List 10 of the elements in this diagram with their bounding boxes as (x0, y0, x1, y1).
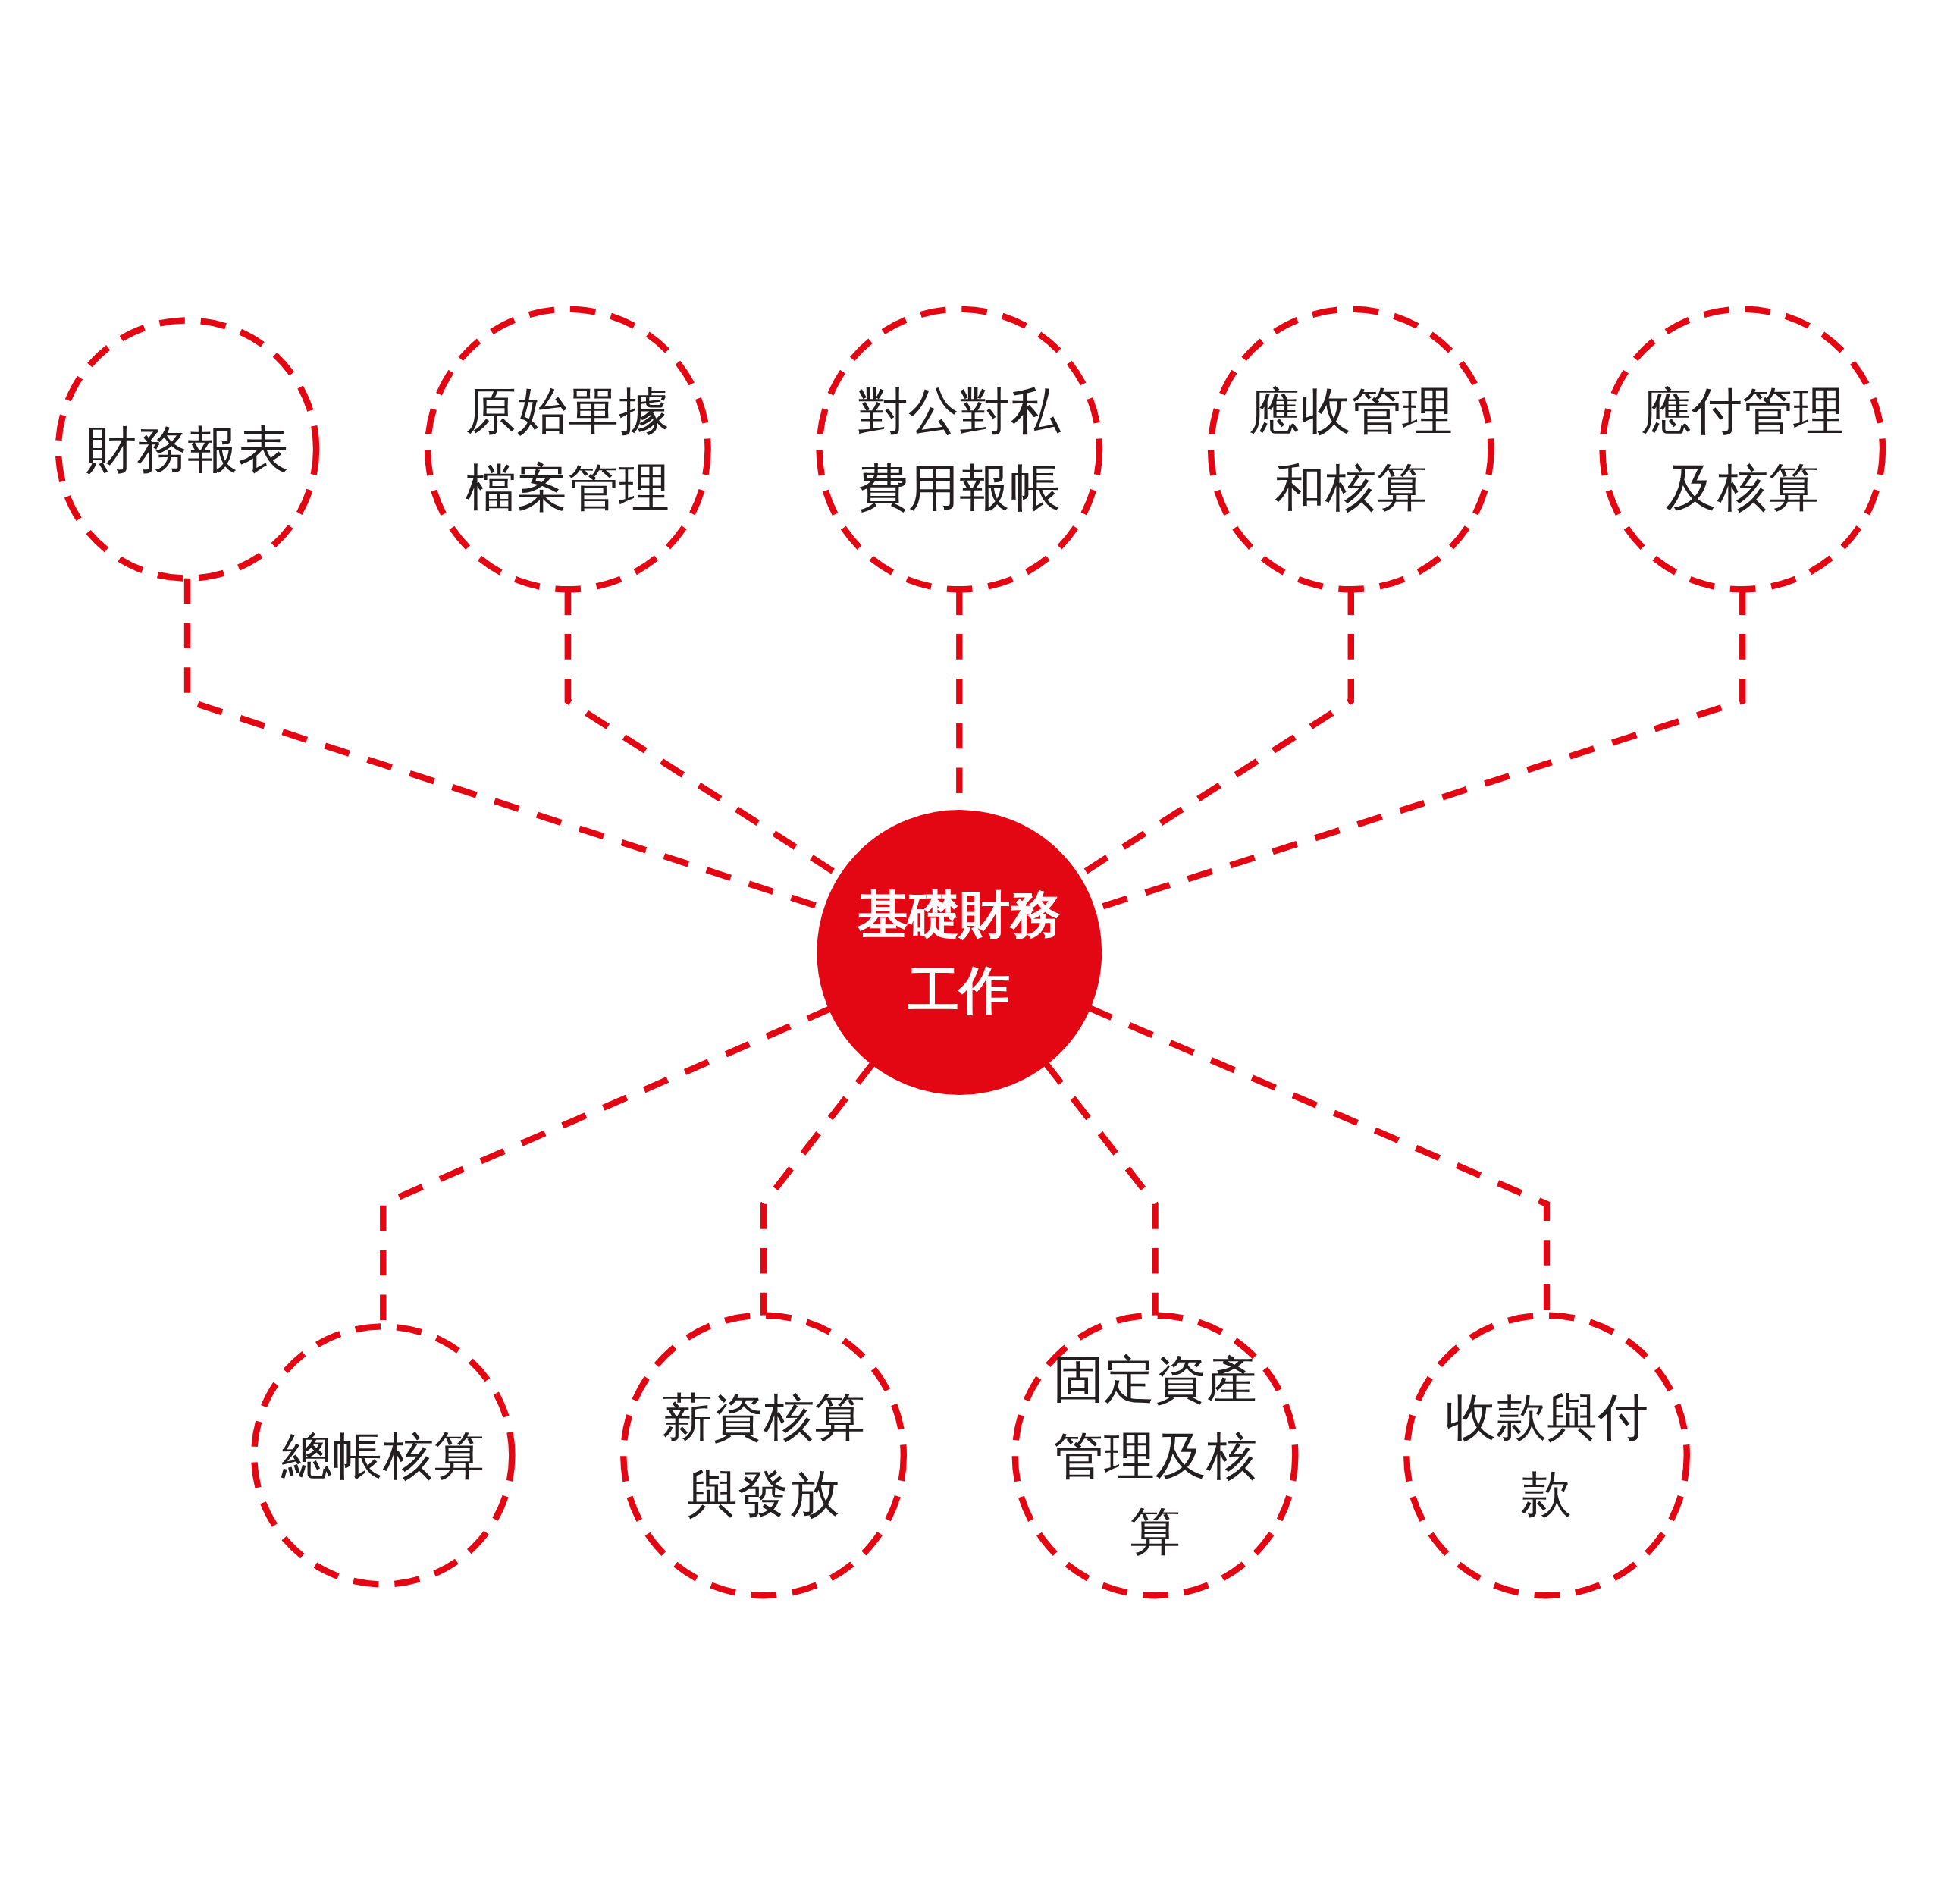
node-circle: 總帳核算 (251, 1322, 516, 1588)
node-circle: 原始單據檔案管理 (424, 306, 711, 592)
node-circle: 應收管理和核算 (1207, 306, 1494, 592)
node-circle: 應付管理及核算 (1599, 306, 1886, 592)
node-circle: 收款與付款 (1403, 1312, 1690, 1598)
node-circle: 對公對私費用報帳 (816, 306, 1103, 592)
node-circle: 基礎財務工作 (817, 809, 1102, 1095)
node-circle: 固定資產管理及核算 (1011, 1312, 1299, 1598)
node-circle: 財務報表 (55, 316, 320, 582)
node-circle: 薪資核算與發放 (620, 1312, 907, 1598)
